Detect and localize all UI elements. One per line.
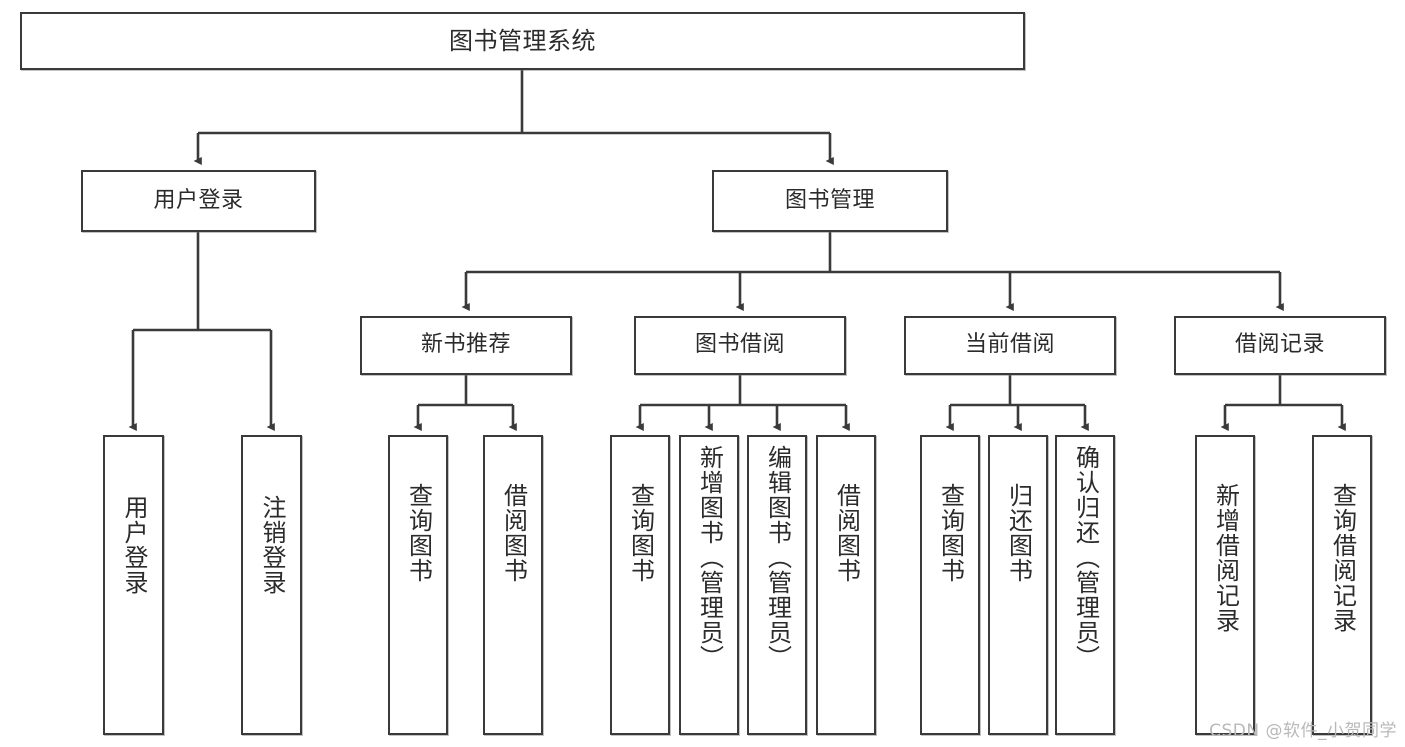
- node-user-login[interactable]: 用户登录: [81, 170, 316, 232]
- node-label: 查询图书: [936, 483, 965, 583]
- node-book-borrow[interactable]: 图书借阅: [634, 316, 846, 375]
- leaf-user-login[interactable]: 用户登录: [103, 435, 164, 735]
- leaf-query-borrow-record[interactable]: 查询借阅记录: [1312, 435, 1372, 735]
- node-label: 图书管理系统: [449, 26, 596, 55]
- node-label: 查询借阅记录: [1328, 483, 1357, 633]
- node-label: 用户登录: [153, 187, 244, 213]
- node-label: 借阅记录: [1234, 332, 1325, 358]
- node-label: 借阅图书: [832, 483, 861, 583]
- node-book-management[interactable]: 图书管理: [712, 170, 948, 232]
- leaf-borrow-book[interactable]: 借阅图书: [816, 435, 876, 735]
- leaf-return-book[interactable]: 归还图书: [988, 435, 1048, 735]
- leaf-logout[interactable]: 注销登录: [241, 435, 302, 735]
- node-new-book-recommend[interactable]: 新书推荐: [360, 316, 572, 375]
- node-label: 注销登录: [257, 495, 286, 595]
- node-label: 新增借阅记录: [1211, 483, 1240, 633]
- node-current-borrow[interactable]: 当前借阅: [904, 316, 1116, 375]
- node-label: 图书管理: [784, 187, 875, 213]
- node-label: 编辑图书（管理员）: [763, 445, 792, 670]
- leaf-query-book-borrow[interactable]: 查询图书: [610, 435, 670, 735]
- node-label: 查询图书: [404, 483, 433, 583]
- leaf-query-book-recommend[interactable]: 查询图书: [388, 435, 448, 735]
- leaf-add-book-admin[interactable]: 新增图书（管理员）: [679, 435, 739, 735]
- node-label: 用户登录: [119, 495, 148, 595]
- node-label: 当前借阅: [964, 332, 1055, 358]
- leaf-edit-book-admin[interactable]: 编辑图书（管理员）: [747, 435, 807, 735]
- node-label: 新书推荐: [420, 332, 511, 358]
- node-label: 借阅图书: [499, 483, 528, 583]
- leaf-add-borrow-record[interactable]: 新增借阅记录: [1195, 435, 1255, 735]
- leaf-confirm-return-admin[interactable]: 确认归还（管理员）: [1055, 435, 1115, 735]
- node-label: 查询图书: [626, 483, 655, 583]
- node-label: 确认归还（管理员）: [1071, 445, 1100, 670]
- node-borrow-record[interactable]: 借阅记录: [1174, 316, 1386, 375]
- leaf-query-book-current[interactable]: 查询图书: [920, 435, 980, 735]
- node-label: 新增图书（管理员）: [695, 445, 724, 670]
- node-label: 图书借阅: [694, 332, 785, 358]
- node-root-system[interactable]: 图书管理系统: [20, 12, 1025, 70]
- leaf-borrow-book-recommend[interactable]: 借阅图书: [483, 435, 543, 735]
- node-label: 归还图书: [1004, 483, 1033, 583]
